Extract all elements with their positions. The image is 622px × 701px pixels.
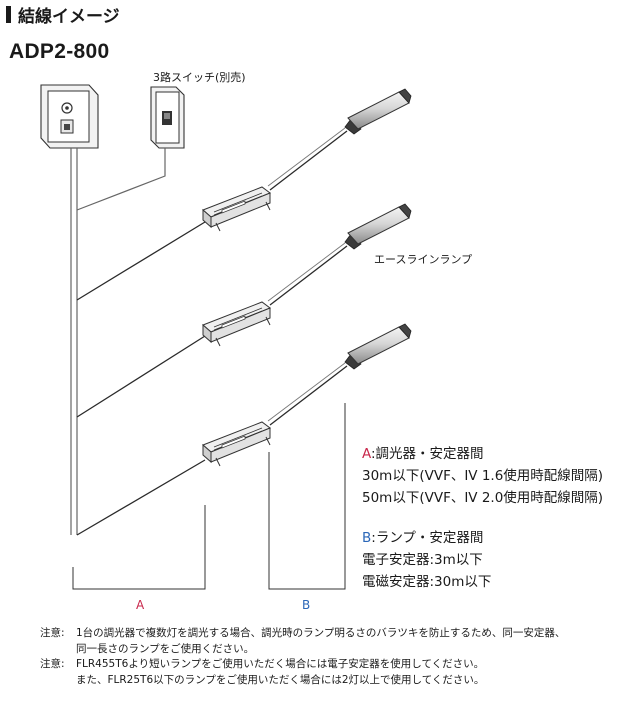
spec-a: A:調光器・安定器間 30m以下(VVF、IV 1.6使用時配線間隔) 50m以… xyxy=(362,443,603,509)
note-2-cont: また、FLR25T6以下のランプをご使用いただく場合には2灯以上で使用してくださ… xyxy=(76,673,485,686)
three-way-switch xyxy=(150,86,185,149)
note-2: 注意: FLR455T6より短いランプをご使用いただく場合には電子安定器を使用し… xyxy=(40,658,485,670)
ballast-assembly-2 xyxy=(202,203,412,347)
spec-b-title: B:ランプ・安定器間 xyxy=(362,530,484,546)
dimension-a-label: A xyxy=(136,598,145,612)
spec-b-line2: 電磁安定器:30m以下 xyxy=(362,574,492,590)
switch-label: 3路スイッチ(別売) xyxy=(153,71,246,84)
supply-wiring xyxy=(70,148,166,535)
spec-a-line1: 30m以下(VVF、IV 1.6使用時配線間隔) xyxy=(362,468,604,484)
title-marker xyxy=(6,6,11,23)
spec-b: B:ランプ・安定器間 電子安定器:3m以下 電磁安定器:30m以下 xyxy=(362,527,491,593)
dimension-brackets xyxy=(72,403,346,590)
section-title-text: 結線イメージ xyxy=(18,7,120,27)
spec-a-title: A:調光器・安定器間 xyxy=(362,446,484,462)
spec-a-line2: 50m以下(VVF、IV 2.0使用時配線間隔) xyxy=(362,490,604,506)
lamp-label: エースラインランプ xyxy=(374,253,473,266)
spec-b-line1: 電子安定器:3m以下 xyxy=(362,552,483,568)
ballast-assembly-1 xyxy=(202,88,412,232)
ballast-assembly-3 xyxy=(202,323,412,467)
spec-a-key: A xyxy=(362,446,371,462)
dimension-b-label: B xyxy=(302,598,311,612)
note-1: 注意: 1台の調光器で複数灯を調光する場合、調光時のランプ明るさのバラツキを防止… xyxy=(40,627,566,639)
feed-lines xyxy=(76,221,206,536)
section-title: 結線イメージ xyxy=(6,2,120,27)
note-1-cont: 同一長さのランプをご使用ください。 xyxy=(76,642,255,655)
dimmer-switch xyxy=(40,84,99,149)
spec-b-key: B xyxy=(362,530,372,546)
model-name: ADP2-800 xyxy=(9,40,110,63)
notes: 注意: 1台の調光器で複数灯を調光する場合、調光時のランプ明るさのバラツキを防止… xyxy=(40,626,565,688)
